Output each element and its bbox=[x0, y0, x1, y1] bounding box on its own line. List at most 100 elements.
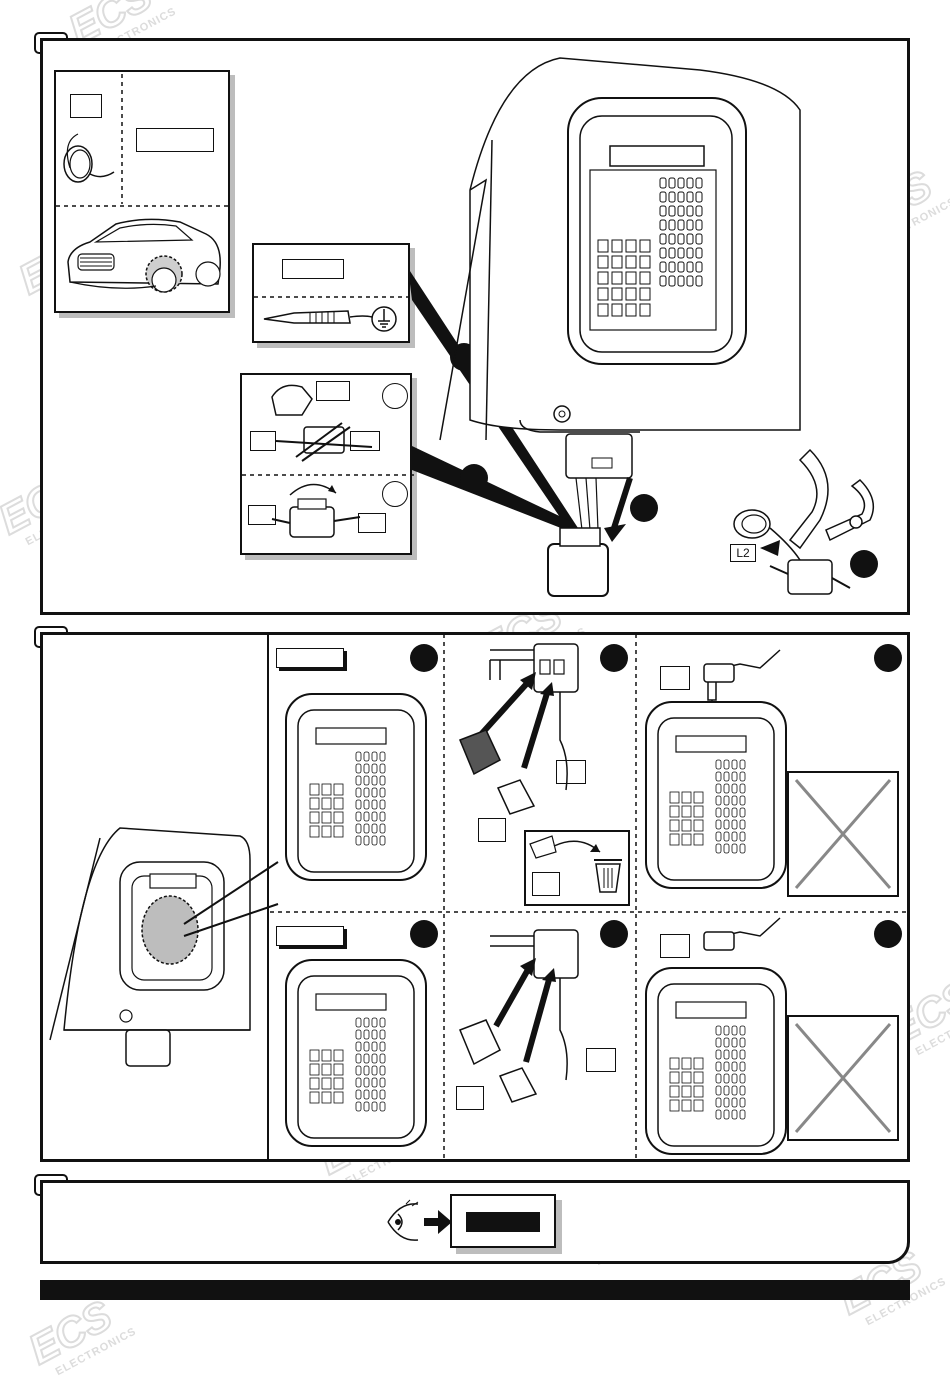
row2-slot-label bbox=[660, 934, 690, 958]
fuse-slot bbox=[659, 191, 667, 203]
mini-fusebox bbox=[285, 959, 427, 1147]
row2-fuse-label-top bbox=[586, 1048, 616, 1072]
relay-slot bbox=[611, 303, 623, 317]
row2-dot-b bbox=[600, 920, 628, 948]
row2-dot-a bbox=[410, 920, 438, 948]
wire-label-l2: L2 bbox=[730, 544, 756, 562]
relay-slot bbox=[611, 239, 623, 253]
fuse-slot bbox=[677, 177, 685, 189]
step-dot-4 bbox=[850, 550, 878, 578]
fuse-slot bbox=[686, 219, 694, 231]
row1-dot-a bbox=[410, 644, 438, 672]
panel2-grid bbox=[49, 634, 908, 1160]
relay-slot bbox=[611, 271, 623, 285]
relay-slot bbox=[597, 303, 609, 317]
relay-slot bbox=[597, 239, 609, 253]
connector-icon bbox=[242, 384, 414, 538]
fuse-slot bbox=[686, 177, 694, 189]
inset-code-box bbox=[136, 128, 214, 152]
fuse-slot bbox=[668, 247, 676, 259]
relay-slot bbox=[639, 287, 651, 301]
fuse-slot bbox=[695, 219, 703, 231]
result-bar bbox=[466, 1212, 540, 1232]
fuse-slot bbox=[659, 205, 667, 217]
row2-header-box bbox=[276, 926, 344, 946]
tester-code-box bbox=[282, 259, 344, 279]
relay-slot bbox=[639, 271, 651, 285]
connector-label-d bbox=[248, 505, 276, 525]
relay-slot bbox=[611, 287, 623, 301]
relay-slot bbox=[597, 287, 609, 301]
tester-box bbox=[252, 243, 412, 343]
row1-header-box bbox=[276, 648, 344, 668]
pliers-icon bbox=[788, 448, 875, 550]
footer-bar bbox=[40, 1280, 910, 1300]
relay-slot bbox=[597, 271, 609, 285]
ground-tester-icon bbox=[254, 296, 412, 332]
fuse-slot bbox=[695, 177, 703, 189]
row1-fuse-label-top bbox=[556, 760, 586, 784]
fuse-slot bbox=[659, 177, 667, 189]
fuse-slot bbox=[686, 191, 694, 203]
relay-slot bbox=[625, 271, 637, 285]
fuse-slot bbox=[668, 177, 676, 189]
fuse-slot bbox=[686, 205, 694, 217]
fuse-slot bbox=[659, 219, 667, 231]
relay-slot bbox=[611, 255, 623, 269]
relay-slot bbox=[639, 255, 651, 269]
fuse-slot bbox=[668, 219, 676, 231]
cross-out-icon bbox=[787, 771, 899, 897]
row2-fuse-label-bottom bbox=[456, 1086, 484, 1110]
fuse-slot bbox=[677, 275, 685, 287]
fuse-slot bbox=[677, 261, 685, 273]
wire-coil-icon bbox=[56, 74, 232, 207]
bin-label bbox=[532, 872, 560, 896]
connector-label-a bbox=[316, 381, 350, 401]
fuse-slot bbox=[686, 233, 694, 245]
fuse-slot bbox=[695, 191, 703, 203]
result-box bbox=[450, 1194, 556, 1248]
relay-slot bbox=[625, 303, 637, 317]
connector-box bbox=[240, 373, 414, 555]
mini-fusebox bbox=[645, 701, 787, 889]
fuse-slot bbox=[695, 233, 703, 245]
row1-dot-b bbox=[600, 644, 628, 672]
trash-icon bbox=[594, 859, 622, 893]
fuse-slot bbox=[668, 233, 676, 245]
inset-number-box bbox=[70, 94, 102, 118]
fuse-slot bbox=[668, 191, 676, 203]
row1-fuse-label-bottom bbox=[478, 818, 506, 842]
relay-slot bbox=[625, 255, 637, 269]
arrow-right-icon bbox=[424, 1210, 452, 1234]
row1-dot-c bbox=[874, 644, 902, 672]
relay-slot bbox=[625, 239, 637, 253]
fuse-slot bbox=[677, 205, 685, 217]
fuse-slot bbox=[677, 247, 685, 259]
fusebox-overview-icon bbox=[439, 57, 875, 597]
mini-fusebox bbox=[645, 967, 787, 1155]
row1-slot-label bbox=[660, 666, 690, 690]
row2-dot-c bbox=[874, 920, 902, 948]
fuse-slot bbox=[668, 205, 676, 217]
relay-slot bbox=[639, 303, 651, 317]
mini-fusebox bbox=[285, 693, 427, 881]
step-dot-2 bbox=[460, 464, 488, 492]
vehicle-inset bbox=[54, 70, 232, 313]
fuse-slot bbox=[695, 205, 703, 217]
fuse-slot bbox=[695, 275, 703, 287]
relay-slot bbox=[639, 239, 651, 253]
fuse-slot bbox=[695, 247, 703, 259]
fuse-slot bbox=[677, 219, 685, 231]
fuse-slot bbox=[659, 247, 667, 259]
fuse-slot bbox=[659, 233, 667, 245]
step-dot-3 bbox=[630, 494, 658, 522]
fuse-slot bbox=[686, 275, 694, 287]
eye-icon bbox=[387, 1199, 419, 1241]
fuse-slot bbox=[677, 233, 685, 245]
relay-slot bbox=[597, 255, 609, 269]
connector-label-b bbox=[250, 431, 276, 451]
connector-label-e bbox=[358, 513, 386, 533]
fuse-slot bbox=[677, 191, 685, 203]
car-icon bbox=[67, 218, 221, 293]
fuse-slot bbox=[695, 261, 703, 273]
